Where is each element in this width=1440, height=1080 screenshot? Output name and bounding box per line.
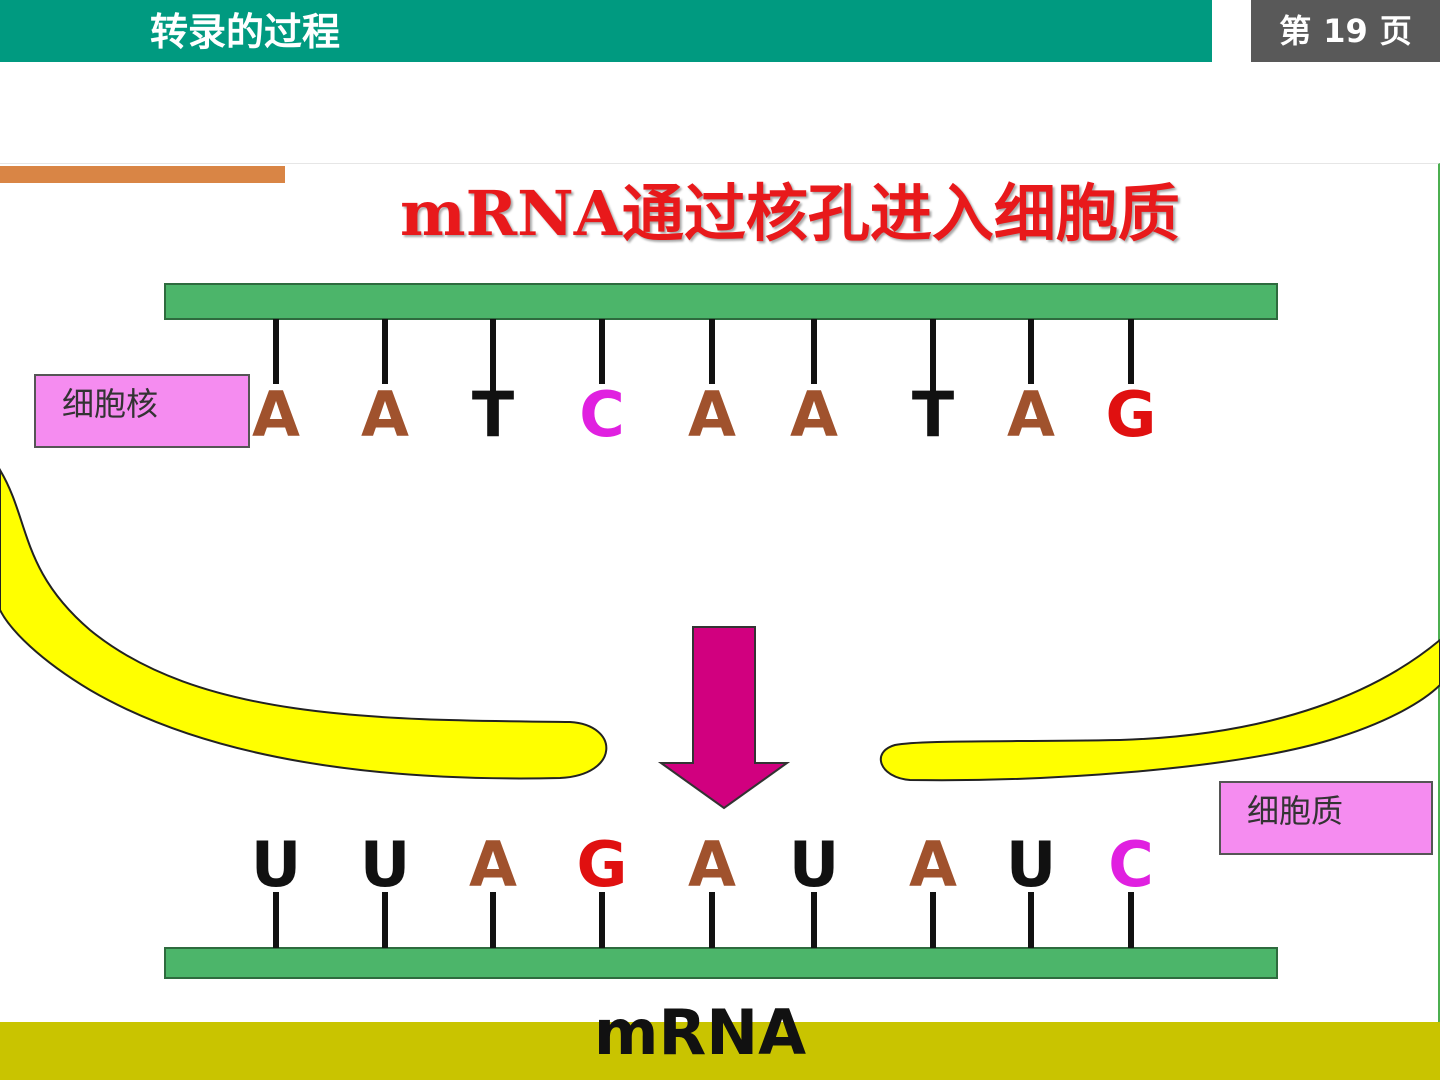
- mrna-strand-bar: [164, 947, 1278, 979]
- mrna-base-letter: U: [251, 828, 301, 901]
- dna-base-letter: T: [472, 378, 514, 451]
- label-cytoplasm: 细胞质: [1219, 781, 1433, 855]
- accent-bar: [0, 166, 285, 183]
- dna-base-letter: A: [688, 378, 736, 451]
- header-bar: [0, 0, 1212, 62]
- dna-base-letter: G: [1106, 378, 1157, 451]
- mrna-base-letter: U: [789, 828, 839, 901]
- mrna-base-letter: A: [688, 828, 736, 901]
- mrna-base-letter: A: [469, 828, 517, 901]
- mrna-base-letter: U: [1006, 828, 1056, 901]
- dna-base-letter: A: [361, 378, 409, 451]
- dna-base-letter: C: [579, 378, 625, 451]
- page-number: 19: [1323, 12, 1368, 50]
- page-prefix: 第: [1279, 12, 1312, 50]
- mrna-caption: mRNA: [593, 996, 807, 1069]
- dna-base-letter: A: [1007, 378, 1055, 451]
- nuclear-membrane-right: [879, 638, 1440, 782]
- page-number-box: 第 19 页: [1251, 0, 1440, 62]
- dna-base-letter: A: [252, 378, 300, 451]
- dna-base-letter: A: [790, 378, 838, 451]
- page-suffix: 页: [1379, 12, 1412, 50]
- mrna-base-letter: C: [1108, 828, 1154, 901]
- mrna-base-letter: G: [577, 828, 628, 901]
- header-title: 转录的过程: [150, 10, 341, 54]
- label-nucleus: 细胞核: [34, 374, 250, 448]
- arrow-down-icon: [657, 626, 791, 810]
- dna-strand-bar: [164, 283, 1278, 320]
- bottom-band: [0, 1022, 1440, 1080]
- slide-title: mRNA通过核孔进入细胞质: [400, 177, 1180, 250]
- dna-base-letter: T: [912, 378, 954, 451]
- mrna-base-letter: U: [360, 828, 410, 901]
- nuclear-membrane-left: [0, 468, 608, 780]
- mrna-base-letter: A: [909, 828, 957, 901]
